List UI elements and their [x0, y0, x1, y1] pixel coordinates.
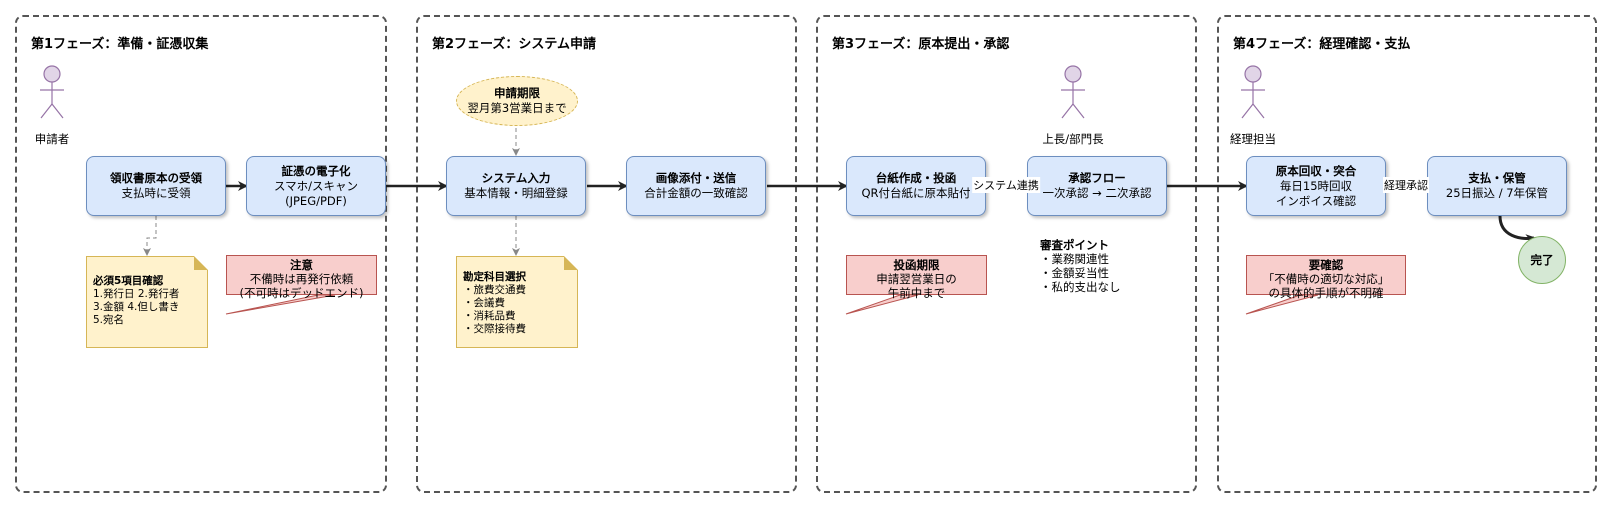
arrow-payment-to-done — [1498, 215, 1536, 245]
note-account-items-line-1: ・旅費交通費 — [463, 284, 526, 296]
phase-2-container: 第2フェーズ：システム申請 — [416, 15, 797, 493]
deadline-title: 申請期限 — [494, 86, 540, 100]
node-digitize-sub2: (JPEG/PDF) — [285, 193, 347, 208]
note-required-items-line-2: 3.金額 4.但し書き — [93, 301, 180, 313]
deadline-line: 翌月第3営業日まで — [467, 101, 567, 115]
node-approval[interactable]: 承認フロー 一次承認 → 二次承認 — [1027, 156, 1167, 216]
node-digitize[interactable]: 証憑の電子化 スマホ/スキャン (JPEG/PDF) — [246, 156, 386, 216]
node-attach-send[interactable]: 画像添付・送信 合計金額の一致確認 — [626, 156, 766, 216]
callout-to-confirm-line-1: 「不備時の適切な対応」 — [1262, 272, 1390, 286]
node-payment-title: 支払・保管 — [1468, 171, 1526, 185]
actor-accounting-label: 経理担当 — [1230, 132, 1276, 146]
callout-submit-deadline: 投函期限 申請翌営業日の 午前中まで — [846, 255, 987, 300]
note-account-items: 勘定科目選択 ・旅費交通費 ・会議費 ・消耗品費 ・交際接待費 — [456, 256, 578, 348]
actor-manager-figure — [1061, 65, 1085, 119]
node-system-input[interactable]: システム入力 基本情報・明細登録 — [446, 156, 586, 216]
phase-3-title: 第3フェーズ：原本提出・承認 — [832, 37, 1010, 52]
actor-manager-label: 上長/部門長 — [1042, 132, 1104, 146]
callout-caution-line-2: (不可時はデッドエンド) — [239, 286, 364, 300]
actor-accounting-figure — [1241, 65, 1265, 119]
callout-submit-deadline-line-1: 申請翌営業日の — [876, 272, 957, 286]
phase-3-container: 第3フェーズ：原本提出・承認 — [816, 15, 1197, 493]
actor-applicant-figure — [40, 65, 64, 119]
node-payment[interactable]: 支払・保管 25日振込 / 7年保管 — [1427, 156, 1567, 216]
phase-1-title: 第1フェーズ：準備・証憑収集 — [31, 37, 209, 52]
edge-label-accounting-approval: 経理承認 — [1383, 177, 1429, 193]
node-receipt[interactable]: 領収書原本の受領 支払時に受領 — [86, 156, 226, 216]
note-account-items-title: 勘定科目選択 — [463, 271, 526, 283]
node-collect-match-title: 原本回収・突合 — [1275, 163, 1357, 178]
node-mount-submit-title: 台紙作成・投函 — [875, 171, 957, 185]
link-receipt-to-required-note — [143, 216, 157, 256]
note-required-items-title: 必須5項目確認 — [93, 275, 164, 287]
callout-tail-to-confirm — [1245, 294, 1319, 315]
node-done[interactable]: 完了 — [1518, 236, 1566, 284]
node-collect-match-sub1: 毎日15時回収 — [1279, 178, 1353, 193]
phase-2-title: 第2フェーズ：システム申請 — [432, 37, 597, 52]
node-receipt-sub: 支払時に受領 — [121, 186, 191, 200]
edge-label-system-link: システム連携 — [972, 177, 1040, 193]
note-required-items-line-1: 1.発行日 2.発行者 — [93, 288, 180, 300]
node-digitize-sub1: スマホ/スキャン — [273, 178, 359, 193]
review-points-line-1: ・業務関連性 — [1040, 252, 1109, 266]
callout-caution-line-1: 不備時は再発行依頼 — [249, 272, 354, 286]
node-receipt-title: 領収書原本の受領 — [110, 171, 202, 185]
note-required-items: 必須5項目確認 1.発行日 2.発行者 3.金額 4.但し書き 5.宛名 — [86, 256, 208, 348]
node-approval-title: 承認フロー — [1068, 171, 1126, 185]
note-account-items-line-4: ・交際接待費 — [463, 323, 526, 335]
note-account-items-line-3: ・消耗品費 — [463, 310, 516, 322]
note-required-items-line-3: 5.宛名 — [93, 314, 125, 326]
node-attach-send-sub: 合計金額の一致確認 — [644, 186, 748, 200]
callout-caution: 注意 不備時は再発行依頼 (不可時はデッドエンド) — [226, 255, 377, 300]
review-points: 審査ポイント ・業務関連性 ・金額妥当性 ・私的支出なし — [1040, 238, 1121, 294]
node-system-input-title: システム入力 — [481, 171, 551, 185]
callout-tail-caution — [225, 294, 336, 315]
node-collect-match[interactable]: 原本回収・突合 毎日15時回収 インボイス確認 — [1246, 156, 1386, 216]
node-attach-send-title: 画像添付・送信 — [655, 171, 737, 185]
deadline-ellipse: 申請期限 翌月第3営業日まで — [456, 76, 578, 126]
callout-to-confirm-line-2: の具体的手順が不明確 — [1268, 286, 1384, 300]
callout-submit-deadline-title: 投函期限 — [893, 258, 940, 272]
node-payment-sub: 25日振込 / 7年保管 — [1445, 186, 1549, 200]
callout-tail-submit-deadline — [845, 294, 919, 315]
node-digitize-title: 証憑の電子化 — [281, 163, 351, 178]
callout-caution-title: 注意 — [290, 258, 313, 272]
phase-1-container: 第1フェーズ：準備・証憑収集 — [15, 15, 387, 493]
review-points-title: 審査ポイント — [1040, 238, 1109, 252]
note-account-items-line-2: ・会議費 — [463, 297, 505, 309]
review-points-line-2: ・金額妥当性 — [1040, 266, 1109, 280]
node-mount-submit[interactable]: 台紙作成・投函 QR付台紙に原本貼付 — [846, 156, 986, 216]
node-mount-submit-sub: QR付台紙に原本貼付 — [861, 186, 971, 200]
callout-to-confirm-title: 要確認 — [1308, 258, 1344, 272]
actor-applicant-label: 申請者 — [34, 132, 70, 146]
callout-submit-deadline-line-2: 午前中まで — [887, 286, 946, 300]
node-system-input-sub: 基本情報・明細登録 — [464, 186, 568, 200]
review-points-line-3: ・私的支出なし — [1040, 280, 1121, 294]
node-approval-sub: 一次承認 → 二次承認 — [1042, 186, 1152, 200]
phase-4-title: 第4フェーズ：経理確認・支払 — [1233, 37, 1411, 52]
node-collect-match-sub2: インボイス確認 — [1275, 193, 1357, 208]
phase-4-container: 第4フェーズ：経理確認・支払 — [1217, 15, 1597, 493]
callout-to-confirm: 要確認 「不備時の適切な対応」 の具体的手順が不明確 — [1246, 255, 1406, 300]
